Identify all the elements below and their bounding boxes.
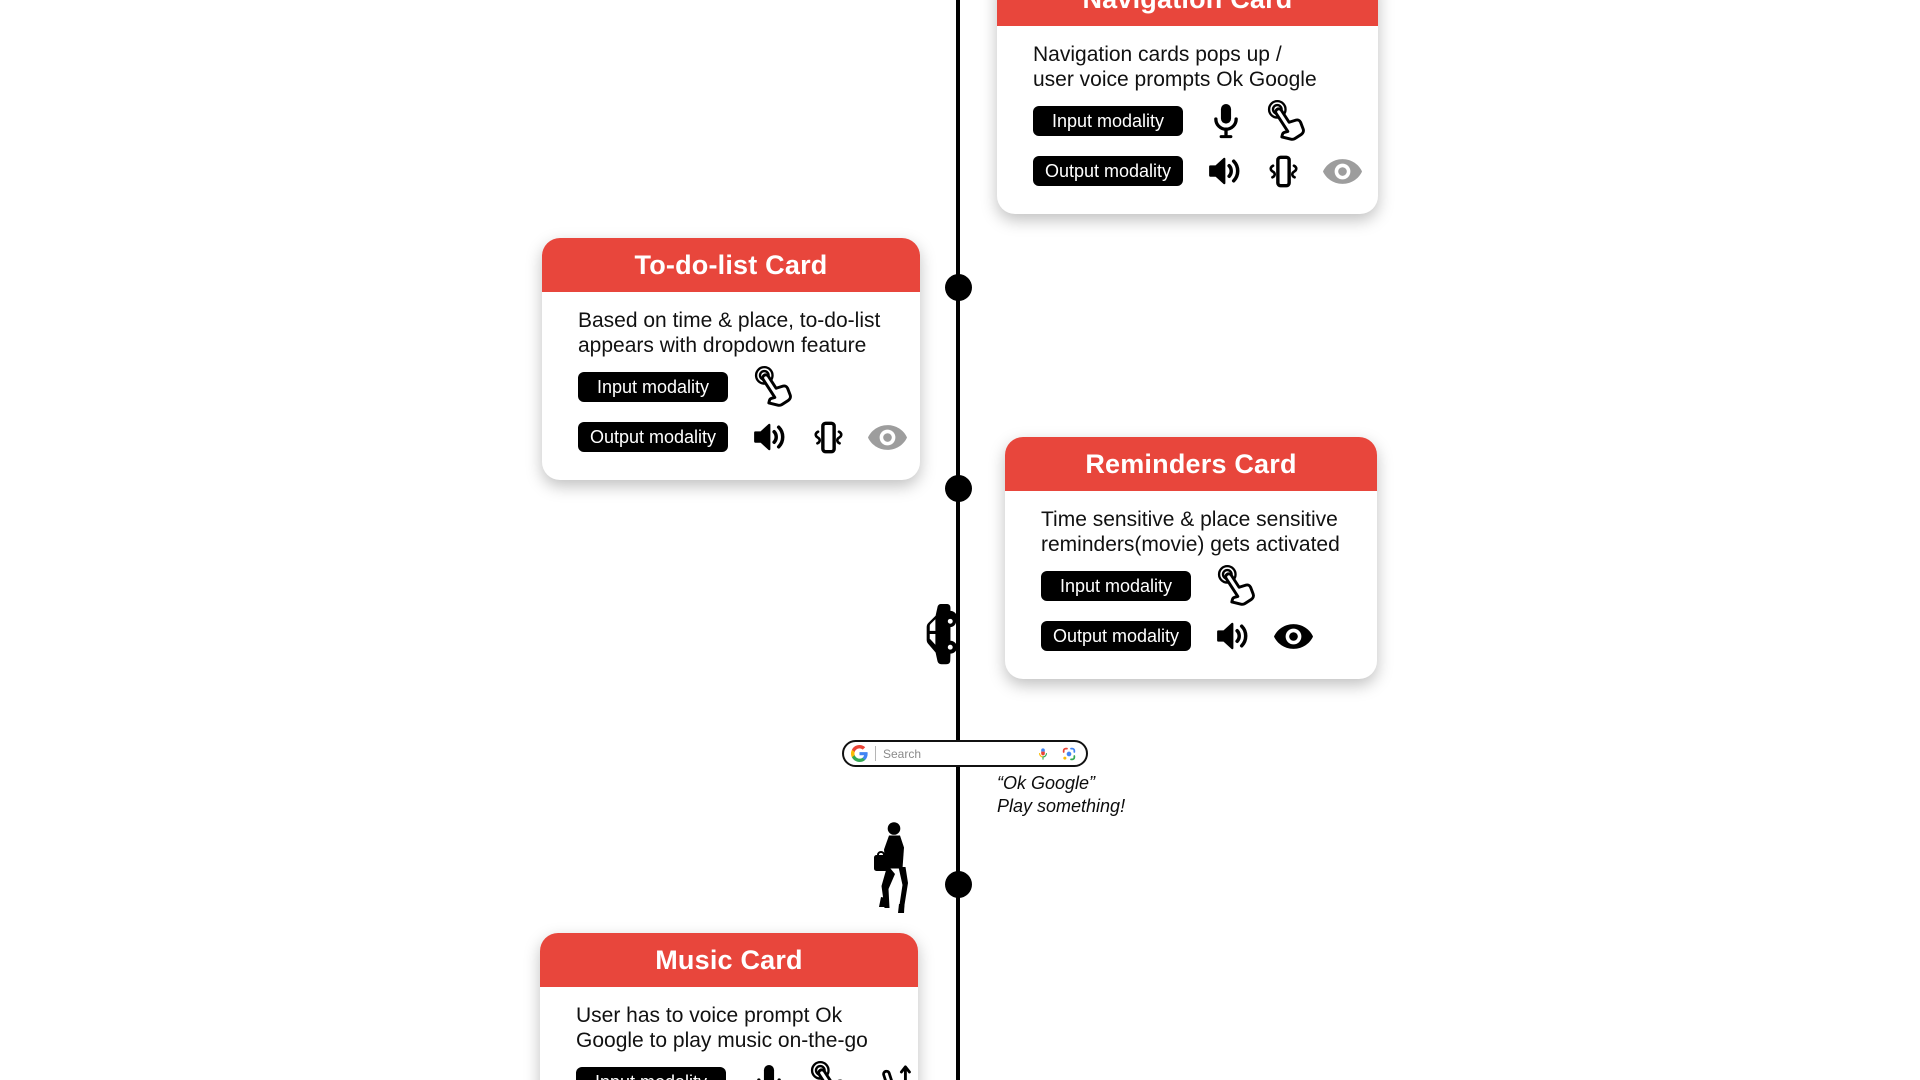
speaker-icon <box>750 416 792 458</box>
input-icons <box>748 1059 915 1080</box>
search-input[interactable] <box>883 746 1029 761</box>
input-icons <box>750 364 797 411</box>
tap-icon <box>806 1059 853 1080</box>
input-modality-badge: Input modality <box>576 1067 726 1080</box>
output-icons <box>750 415 910 460</box>
eye-gray-icon <box>865 415 910 460</box>
timeline-dot <box>945 475 972 502</box>
google-search-bar <box>842 740 1088 767</box>
card-title: Navigation Card <box>1082 0 1292 15</box>
google-voice-mic-icon[interactable] <box>1036 747 1050 761</box>
journey-timeline <box>956 0 960 1080</box>
navigation-card: Navigation Card Navigation cards pops up… <box>997 0 1378 214</box>
card-header: Music Card <box>540 933 918 987</box>
card-title: To-do-list Card <box>634 249 828 280</box>
input-modality-badge: Input modality <box>1033 106 1183 136</box>
mic-icon <box>1205 100 1247 142</box>
search-action-icons[interactable] <box>1036 746 1077 762</box>
output-modality-badge: Output modality <box>578 422 728 452</box>
card-title: Music Card <box>655 944 803 975</box>
reminders-card: Reminders Card Time sensitive & place se… <box>1005 437 1377 679</box>
voice-prompt-line2: Play something! <box>997 796 1126 816</box>
card-header: Reminders Card <box>1005 437 1377 491</box>
input-modality-row: Input modality <box>578 364 892 410</box>
vibrate-icon <box>1263 151 1304 192</box>
input-modality-badge: Input modality <box>1041 571 1191 601</box>
output-modality-badge: Output modality <box>1041 621 1191 651</box>
input-icons <box>1205 98 1310 145</box>
google-g-icon <box>851 745 868 762</box>
search-divider <box>875 746 876 761</box>
output-icons <box>1205 149 1365 194</box>
voice-prompt-line1: “Ok Google” <box>997 773 1096 793</box>
google-lens-icon[interactable] <box>1061 746 1077 762</box>
google-logo <box>851 745 868 762</box>
vibrate-icon <box>808 417 849 458</box>
input-icons <box>1213 563 1260 610</box>
timeline-dot <box>945 274 972 301</box>
output-modality-row: Output modality <box>1041 613 1349 659</box>
speaker-icon <box>1205 150 1247 192</box>
card-description: Navigation cards pops up /user voice pro… <box>1033 43 1317 91</box>
input-modality-row: Input modality <box>1033 98 1350 144</box>
output-modality-row: Output modality <box>578 414 892 460</box>
card-header: Navigation Card <box>997 0 1378 26</box>
output-modality-row: Output modality <box>1033 148 1350 194</box>
swipe-up-icon <box>869 1059 915 1080</box>
card-title: Reminders Card <box>1085 448 1297 479</box>
card-body: Navigation cards pops up /user voice pro… <box>997 26 1378 214</box>
walking-person-icon <box>872 820 910 916</box>
car-icon <box>907 614 973 655</box>
timeline-dot <box>945 871 972 898</box>
card-header: To-do-list Card <box>542 238 920 292</box>
input-modality-row: Input modality <box>1041 563 1349 609</box>
mic-icon <box>748 1061 790 1080</box>
tap-icon <box>1263 98 1310 145</box>
tap-icon <box>1213 563 1260 610</box>
input-modality-badge: Input modality <box>578 372 728 402</box>
input-modality-row: Input modality <box>576 1059 890 1080</box>
output-modality-badge: Output modality <box>1033 156 1183 186</box>
eye-gray-icon <box>1320 149 1365 194</box>
todo-list-card: To-do-list Card Based on time & place, t… <box>542 238 920 480</box>
output-icons <box>1213 614 1316 659</box>
speaker-icon <box>1213 615 1255 657</box>
tap-icon <box>750 364 797 411</box>
eye-black-icon <box>1271 614 1316 659</box>
voice-prompt-text: “Ok Google” Play something! <box>997 772 1125 818</box>
